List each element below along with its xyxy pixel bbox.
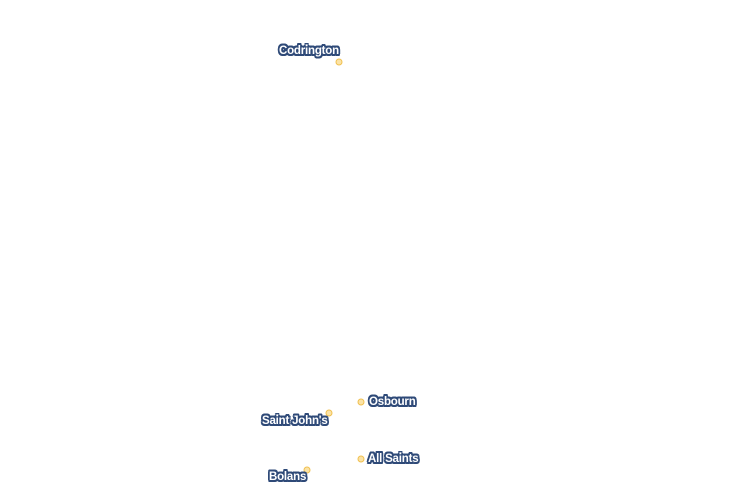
city-marker-icon[interactable] [357, 455, 365, 463]
city-marker-icon[interactable] [357, 398, 365, 406]
city-marker-icon[interactable] [303, 466, 311, 474]
place-label-osbourn: Osbourn [369, 396, 416, 408]
place-label-all-saints: All Saints [368, 453, 419, 465]
city-marker-icon[interactable] [335, 58, 343, 66]
place-label-bolans: Bolans [269, 471, 307, 483]
place-label-saint-johns: Saint John's [262, 415, 328, 427]
place-label-codrington: Codrington [279, 45, 339, 57]
city-marker-icon[interactable] [325, 409, 333, 417]
